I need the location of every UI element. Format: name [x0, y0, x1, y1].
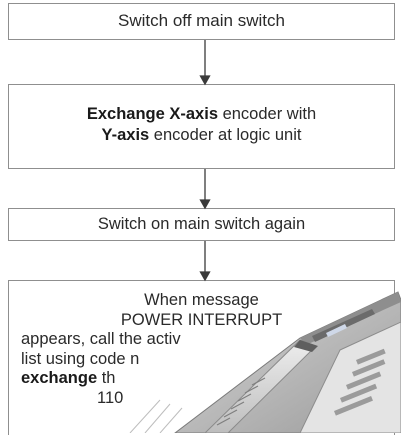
step-2-rest-1: encoder with — [218, 105, 317, 123]
arrow-2-head — [199, 199, 211, 210]
step-4-line-5: exchange th — [9, 369, 394, 389]
step-2-bold-2: Y-axis — [101, 126, 150, 144]
step-2-bold-1: Exchange X-axis — [86, 105, 218, 123]
step-3-text: Switch on main switch again — [97, 215, 306, 233]
step-box-2: Exchange X-axis encoder with Y-axis enco… — [8, 84, 395, 169]
step-2-rest-2: encoder at logic unit — [149, 126, 302, 144]
step-2-line-2: Y-axis encoder at logic unit — [9, 125, 394, 146]
step-4-line-4: list using code n — [21, 349, 140, 368]
step-4-line-2: POWER INTERRUPT — [120, 310, 283, 329]
arrow-3-head — [199, 271, 211, 282]
step-4-bold-5: exchange — [21, 369, 98, 387]
step-4-line-6: 110 — [97, 388, 124, 407]
step-1-text: Switch off main switch — [118, 11, 285, 30]
step-2-line-1: Exchange X-axis encoder with — [9, 104, 394, 125]
step-box-1: Switch off main switch — [8, 3, 395, 40]
step-4-line-1: When message — [144, 291, 259, 309]
step-4-rest-5: th — [97, 369, 116, 387]
step-4-line-3: appears, call the activ — [21, 330, 181, 348]
arrow-1-head — [199, 75, 211, 86]
step-box-3: Switch on main switch again — [8, 208, 395, 241]
